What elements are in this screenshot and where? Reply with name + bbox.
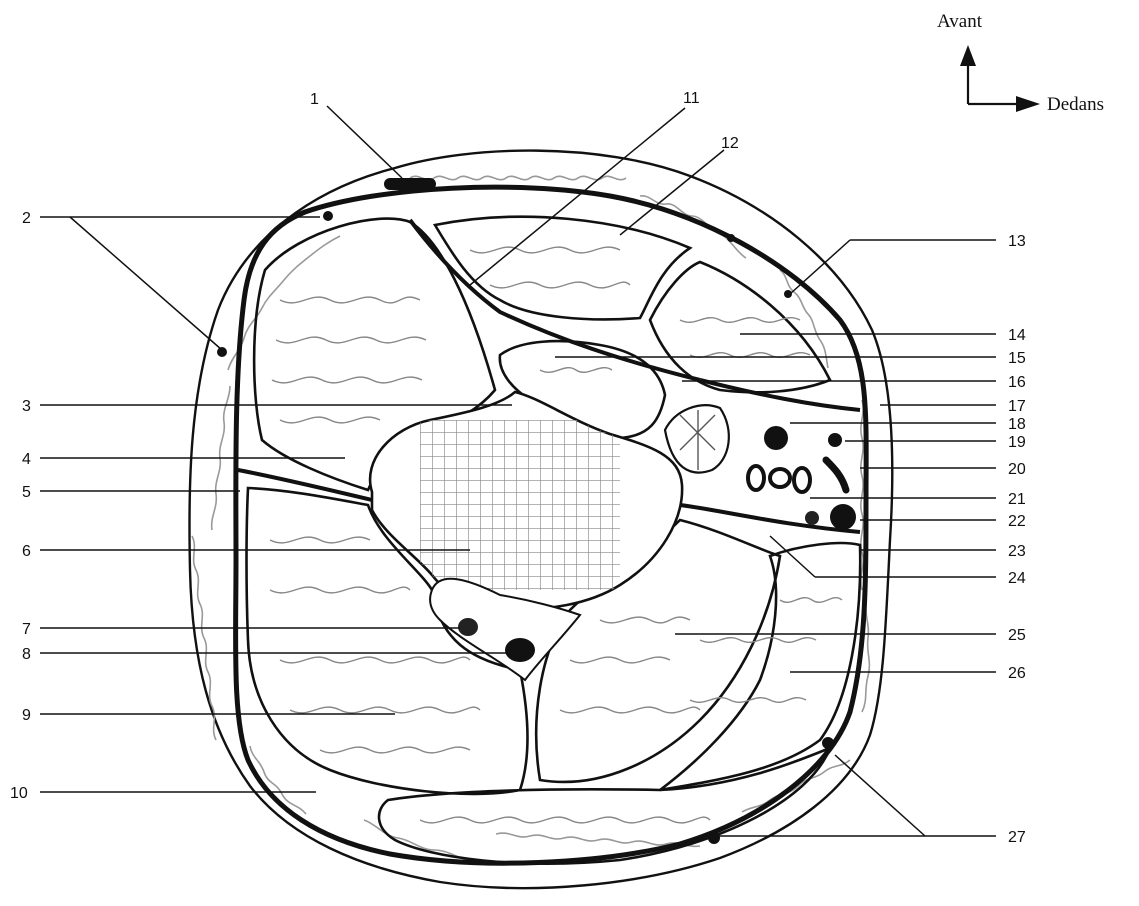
- label-7: 7: [22, 621, 31, 638]
- vessel-18: [764, 426, 788, 450]
- vessel-7: [458, 618, 478, 636]
- label-20: 20: [1008, 461, 1026, 478]
- label-22: 22: [1008, 513, 1026, 530]
- label-8: 8: [22, 646, 31, 663]
- vessel-21a: [748, 466, 764, 490]
- label-25: 25: [1008, 627, 1026, 644]
- label-1: 1: [310, 91, 319, 108]
- label-15: 15: [1008, 350, 1026, 367]
- label-24: 24: [1008, 570, 1026, 587]
- vessel-19: [828, 433, 842, 447]
- muscle-anterior-compartment-b: [435, 217, 690, 320]
- label-18: 18: [1008, 416, 1026, 433]
- label-26: 26: [1008, 665, 1026, 682]
- label-11: 11: [683, 90, 700, 107]
- label-6: 6: [22, 543, 31, 560]
- medial-label: Dedans: [1047, 94, 1104, 115]
- label-13: 13: [1008, 233, 1026, 250]
- label-19: 19: [1008, 434, 1026, 451]
- label-14: 14: [1008, 327, 1026, 344]
- vessel-22: [830, 504, 856, 530]
- vessel-1: [384, 178, 436, 190]
- anterior-label: Avant: [937, 11, 983, 32]
- bone-marrow-hatch: [420, 420, 620, 590]
- vessel-21b: [770, 469, 790, 487]
- orientation-indicator: Avant Dedans: [937, 11, 1104, 115]
- label-9: 9: [22, 707, 31, 724]
- label-27: 27: [1008, 829, 1026, 846]
- vessel-21c: [794, 468, 810, 492]
- label-4: 4: [22, 451, 31, 468]
- label-17: 17: [1008, 398, 1026, 415]
- label-16: 16: [1008, 374, 1026, 391]
- vessel-8: [505, 638, 535, 662]
- label-12: 12: [721, 135, 739, 152]
- label-10: 10: [10, 785, 28, 802]
- label-5: 5: [22, 484, 31, 501]
- label-2: 2: [22, 210, 31, 227]
- label-3: 3: [22, 398, 31, 415]
- nerve-20: [826, 460, 846, 490]
- label-23: 23: [1008, 543, 1026, 560]
- fibula-region: [665, 405, 729, 472]
- label-21: 21: [1008, 491, 1026, 508]
- vessel-23: [805, 511, 819, 525]
